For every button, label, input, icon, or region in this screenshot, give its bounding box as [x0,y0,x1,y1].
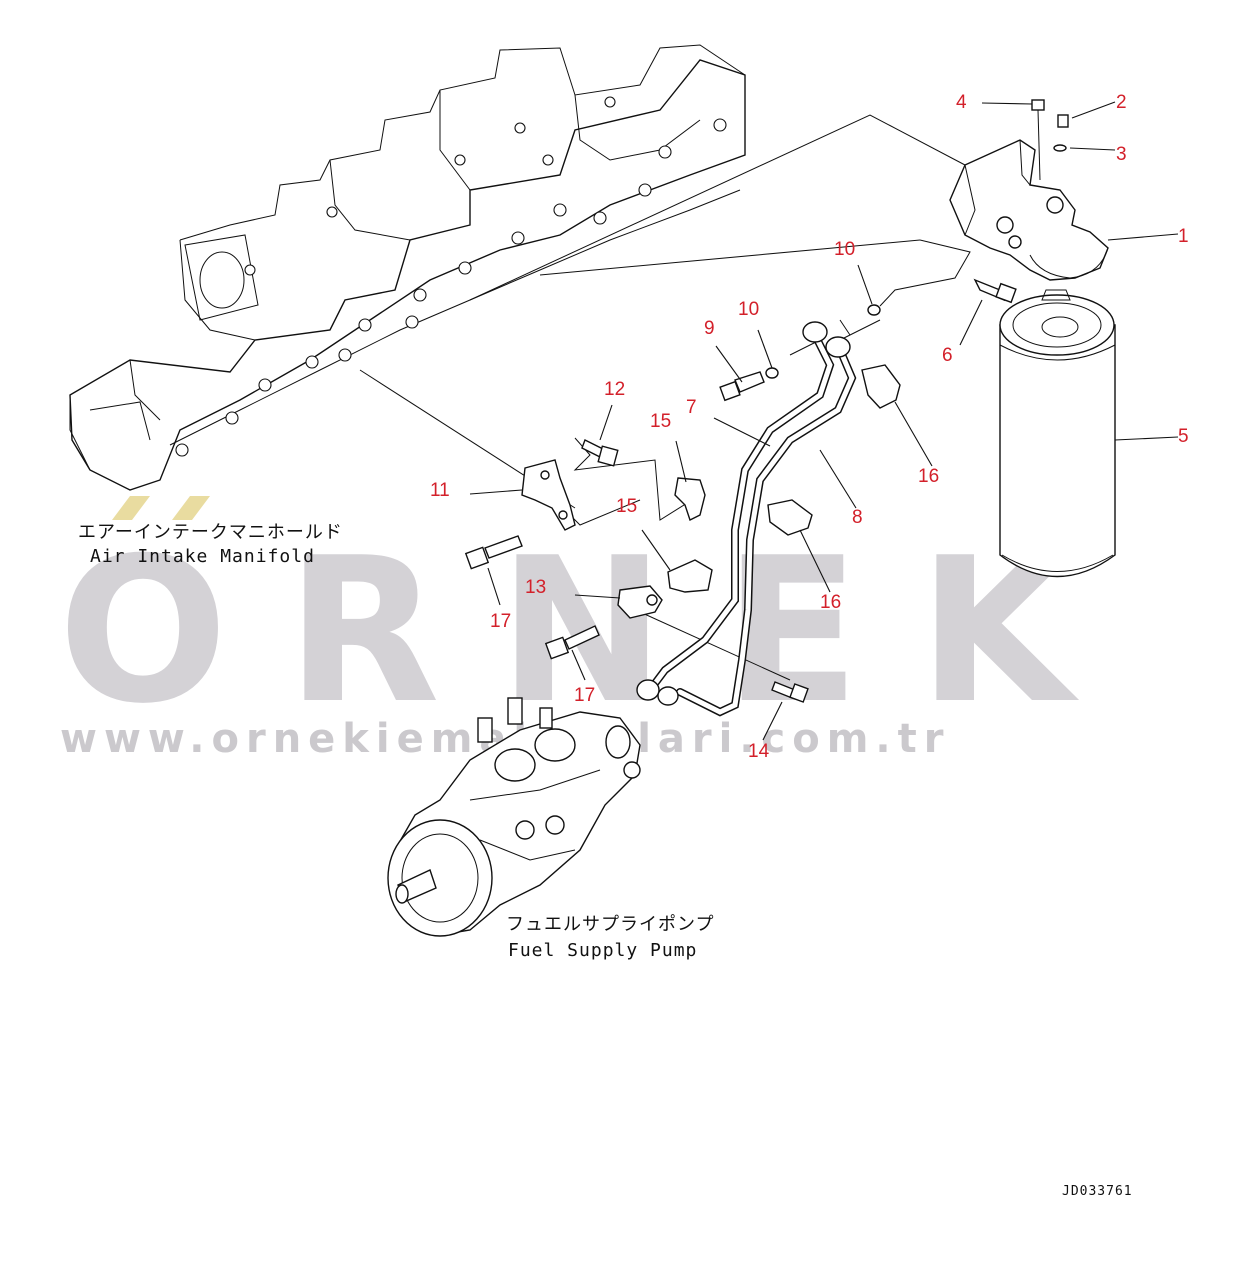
eye-bolt-9-drawing [719,371,765,402]
air-intake-label-jp: エアーインテークマニホールド [78,522,343,543]
fuel-pipes-drawing [636,321,857,717]
clamp-15-lower [667,559,713,593]
pump-outlet-b [507,697,523,725]
bolt-6-drawing [973,278,1017,304]
filter-washer [1053,144,1067,152]
manifold-rib-c [574,94,701,161]
pump-fitting-b [545,815,565,835]
pump-shaft-end [395,884,409,904]
filter-head-port-a [996,216,1014,234]
callout-8: 8 [852,507,863,528]
callout-16a: 16 [918,466,939,487]
fuel-pump-label-jp: フュエルサプライポンプ [506,914,714,935]
manifold-port [199,251,245,309]
filter-mount-bolt-line [1041,289,1071,301]
air-bleed-plug [1031,99,1045,111]
air-intake-manifold-drawing [69,44,746,491]
drawing-code: JD033761 [1062,1184,1133,1199]
filter-top [999,294,1115,356]
callout-17b: 17 [574,685,595,706]
callout-10a: 10 [738,299,759,320]
pump-flange-inner [401,833,479,923]
filter-plug [1057,114,1069,128]
filter-head-bowl [1029,247,1109,279]
pump-side-cap [605,725,631,759]
bolt-17-lower-drawing [544,625,600,660]
callout-5: 5 [1178,426,1189,447]
filter-bottom-band [1001,554,1114,572]
watermark: ORNEK www.ornekiemakinalari.com.tr [58,496,1131,762]
filter-head-drawing [949,99,1109,281]
callout-16b: 16 [820,592,841,613]
callout-7: 7 [686,397,697,418]
callout-17a: 17 [490,611,511,632]
manifold-bolt-holes [175,96,727,457]
filter-top-band [999,344,1116,361]
pump-fitting-c [623,761,641,779]
pump-drive-flange [387,819,493,937]
fuel-filter-cartridge [999,289,1116,578]
manifold-rib-a [329,159,411,241]
pump-outlet-c [539,707,553,729]
bracket-13-drawing [617,585,663,619]
callout-9: 9 [704,318,715,339]
callout-13: 13 [525,577,546,598]
pump-gear-b [534,728,576,762]
clamp-16-upper [861,364,901,409]
fuel-supply-pump-drawing [387,697,641,937]
callout-10b: 10 [834,239,855,260]
pump-outlet-a [477,717,493,743]
callout-14: 14 [748,741,770,762]
filter-cylinder [999,324,1116,578]
manifold-rib-b [439,90,471,191]
washer-10a [867,304,881,316]
pipe-lower-eye-fitting-a [636,679,660,701]
manifold-top-ledge [179,44,746,241]
pump-gear-a [494,748,536,782]
air-intake-label-en: Air Intake Manifold [90,546,315,567]
captions: エアーインテークマニホールド Air Intake Manifold フュエルサ… [78,522,1133,1199]
pipe-lower-eye-fitting-b [657,686,679,706]
filter-head-port-c [1008,235,1022,249]
fuel-pipe-7-inner [647,332,833,693]
callout-3: 3 [1116,144,1127,165]
callout-leaders [469,101,1179,741]
manifold-end-block [69,359,161,471]
callout-11: 11 [430,480,450,501]
filter-head-plug-stem [1037,109,1041,181]
manifold-body [69,59,746,491]
callout-6: 6 [942,345,953,366]
manifold-flange-left [184,234,259,321]
filter-head-port-b [1046,196,1064,214]
callout-15a: 15 [650,411,671,432]
clamp-16-lower [767,499,813,536]
callout-2: 2 [1116,92,1127,113]
callout-1: 1 [1178,226,1189,247]
filter-head-bracket [949,139,1109,281]
manifold-inner-edge [179,239,256,341]
filter-top-ring [1012,302,1102,348]
bolt-12-drawing [581,439,619,467]
callouts: 1 2 3 4 5 6 7 8 9 10 10 11 12 13 14 15 1… [430,92,1189,762]
washer-10b [765,367,779,379]
filter-head-edge [964,139,1031,236]
pump-fitting-a [515,820,535,840]
callout-12: 12 [604,379,625,400]
pipe-7-eye-fitting [802,321,828,343]
callout-15b: 15 [616,496,637,517]
callout-4: 4 [956,92,967,113]
fuel-pump-label-en: Fuel Supply Pump [508,940,697,961]
fuel-pipe-8-inner [677,342,855,715]
bolt-17-upper-drawing [464,535,523,570]
bolt-14-drawing [771,681,809,703]
watermark-brand: ORNEK [58,515,1131,748]
pump-body-detail [469,769,601,861]
watermark-accent-mark [112,496,210,520]
filter-center-hole [1041,316,1079,338]
bracket-11-drawing [521,459,576,531]
clamp-15-upper [674,477,706,521]
pipe-8-eye-fitting [825,336,851,358]
